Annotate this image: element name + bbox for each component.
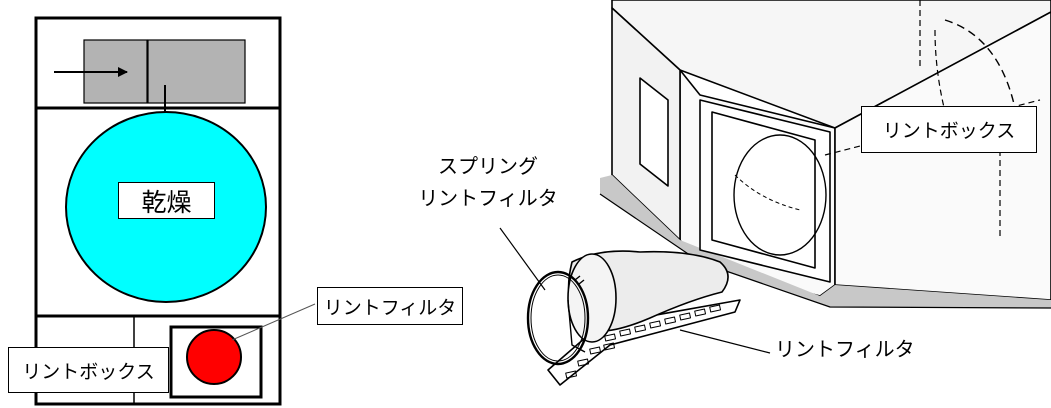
lint-box-drum-outline xyxy=(733,134,827,256)
spring-ring xyxy=(526,270,590,366)
filter-leader-line-right xyxy=(679,329,771,354)
filter-bag-rim xyxy=(567,253,617,343)
lint-box-label-left: リントボックス xyxy=(8,347,169,393)
lint-filter-circle xyxy=(186,329,242,385)
lint-box-illustration xyxy=(499,0,1051,386)
mesh-slots xyxy=(565,304,722,379)
filter-label-right: リントフィルタ xyxy=(775,337,915,361)
spring-leader-line xyxy=(499,227,546,291)
filter-leader-line xyxy=(231,303,316,341)
spring-label-line1: スプリング xyxy=(438,154,538,178)
lint-box-opening xyxy=(711,111,816,269)
duct-chamber xyxy=(147,39,246,104)
side-panel-window-shape xyxy=(639,77,669,187)
drum-label: 乾燥 xyxy=(118,182,215,219)
spring-label-line2: リントフィルタ xyxy=(418,186,558,210)
lint-filter-housing xyxy=(169,325,263,399)
filter-label-left: リントフィルタ xyxy=(317,287,463,325)
lint-box-label-right: リントボックス xyxy=(861,106,1037,153)
cabinet-right-face xyxy=(834,11,1051,301)
